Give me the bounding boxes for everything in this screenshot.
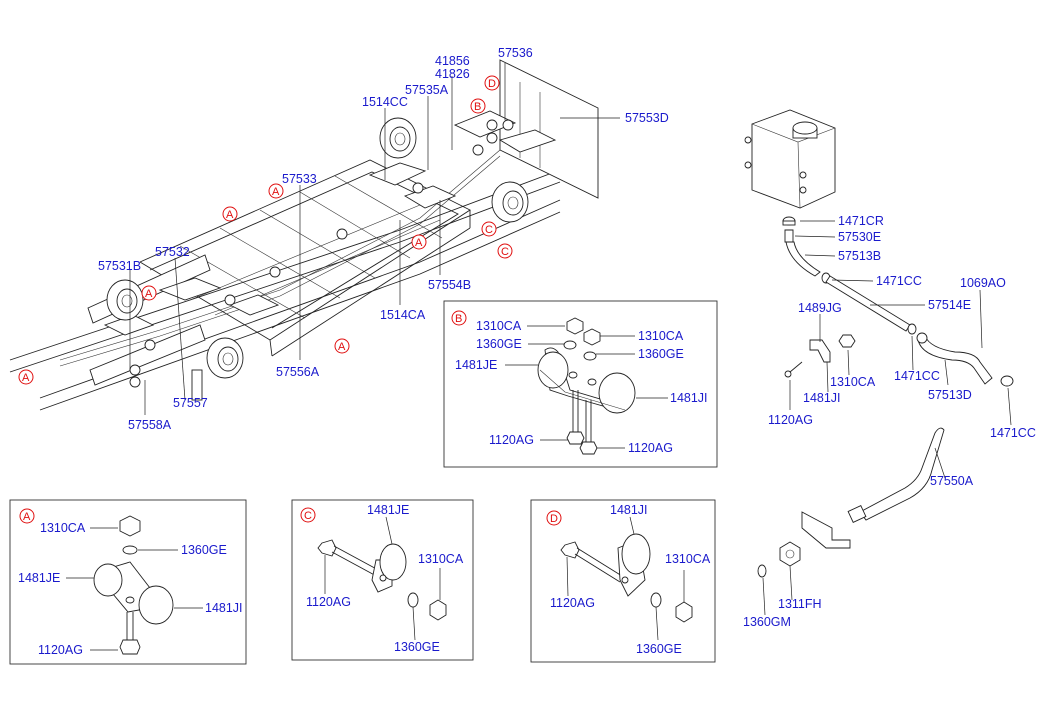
label-d-1310CA: 1310CA — [665, 552, 711, 566]
label-1481JI-r: 1481JI — [803, 391, 841, 405]
label-c-1481JE: 1481JE — [367, 503, 409, 517]
wheel-rear-right — [206, 337, 244, 379]
label-a-1481JE: 1481JE — [18, 571, 60, 585]
label-57550A: 57550A — [930, 474, 974, 488]
label-41826: 41826 — [435, 67, 470, 81]
label-a-1310CA: 1310CA — [40, 521, 86, 535]
label-1069AO: 1069AO — [960, 276, 1006, 290]
svg-text:D: D — [488, 78, 496, 90]
svg-text:B: B — [474, 101, 481, 113]
label-1360GM: 1360GM — [743, 615, 791, 629]
detail-c-leaders — [324, 516, 441, 641]
svg-text:C: C — [485, 224, 493, 236]
label-a-1360GE: 1360GE — [181, 543, 227, 557]
svg-text:B: B — [455, 313, 462, 325]
ref-d-1: D — [484, 75, 500, 91]
label-57535A: 57535A — [405, 83, 449, 97]
ref-d-detail: D — [546, 510, 562, 526]
label-c-1120AG: 1120AG — [306, 595, 351, 609]
svg-text:A: A — [415, 237, 423, 249]
svg-text:A: A — [22, 372, 30, 384]
label-c-1360GE: 1360GE — [394, 640, 440, 654]
detail-c-box: C — [291, 499, 474, 661]
label-d-1360GE: 1360GE — [636, 642, 682, 656]
ref-a-3: A — [141, 285, 157, 301]
svg-text:D: D — [550, 513, 558, 525]
wheel-front-left — [379, 117, 417, 159]
ref-a-6: A — [411, 234, 427, 250]
label-57536: 57536 — [498, 46, 533, 60]
ref-b-1: B — [470, 98, 486, 114]
label-1471CC-c: 1471CC — [990, 426, 1036, 440]
label-1311FH: 1311FH — [778, 597, 822, 611]
svg-text:A: A — [23, 511, 31, 523]
ref-a-1: A — [222, 206, 238, 222]
label-57532: 57532 — [155, 245, 190, 259]
chassis-leaders — [129, 63, 620, 415]
detail-d-leaders — [566, 516, 685, 641]
wheel-front-right — [491, 181, 529, 223]
label-57513D: 57513D — [928, 388, 972, 402]
ref-c-2: C — [497, 243, 513, 259]
label-57554B: 57554B — [428, 278, 471, 292]
ref-a-2: A — [268, 183, 284, 199]
reservoir-drawing — [744, 109, 1014, 387]
svg-text:A: A — [338, 341, 346, 353]
label-1310CA-r: 1310CA — [830, 375, 876, 389]
label-41856: 41856 — [435, 54, 470, 68]
label-57530E: 57530E — [838, 230, 881, 244]
label-1471CC-b: 1471CC — [894, 369, 940, 383]
svg-text:A: A — [145, 288, 153, 300]
detail-a-box: A — [9, 499, 247, 665]
label-b-1481JI: 1481JI — [670, 391, 708, 405]
svg-text:C: C — [304, 510, 312, 522]
ref-a-4: A — [18, 369, 34, 385]
label-57533: 57533 — [282, 172, 317, 186]
hose-57550A-drawing — [757, 427, 945, 578]
label-d-1481JI: 1481JI — [610, 503, 648, 517]
label-b-1310CA-b: 1310CA — [638, 329, 684, 343]
ref-a-detail: A — [19, 508, 35, 524]
label-b-1120AG-a: 1120AG — [489, 433, 534, 447]
wheel-rear-left — [106, 279, 144, 321]
label-b-1120AG-b: 1120AG — [628, 441, 673, 455]
label-1471CR: 1471CR — [838, 214, 884, 228]
label-57557: 57557 — [173, 396, 208, 410]
ref-c-detail: C — [300, 507, 316, 523]
label-1514CC: 1514CC — [362, 95, 408, 109]
detail-b-leaders — [505, 325, 668, 449]
reservoir-leaders — [789, 220, 1012, 426]
label-a-1481JI: 1481JI — [205, 601, 243, 615]
hose-57550A-leaders — [762, 447, 946, 616]
svg-text:A: A — [272, 186, 280, 198]
ref-a-5: A — [334, 338, 350, 354]
label-d-1120AG: 1120AG — [550, 596, 595, 610]
label-57553D: 57553D — [625, 111, 669, 125]
label-c-1310CA: 1310CA — [418, 552, 464, 566]
detail-a-leaders — [66, 527, 203, 651]
label-b-1360GE-a: 1360GE — [476, 337, 522, 351]
label-1120AG-r: 1120AG — [768, 413, 813, 427]
svg-text:A: A — [226, 209, 234, 221]
ref-c-1: C — [481, 221, 497, 237]
label-57558A: 57558A — [128, 418, 172, 432]
chassis-frame-drawing — [9, 59, 599, 411]
detail-b-box: B — [443, 300, 718, 468]
label-1514CA: 1514CA — [380, 308, 426, 322]
label-57513B: 57513B — [838, 249, 881, 263]
label-57556A: 57556A — [276, 365, 320, 379]
label-a-1120AG: 1120AG — [38, 643, 83, 657]
svg-text:C: C — [501, 246, 509, 258]
label-1471CC-a: 1471CC — [876, 274, 922, 288]
label-1489JG: 1489JG — [798, 301, 842, 315]
label-57514E: 57514E — [928, 298, 971, 312]
label-b-1310CA-a: 1310CA — [476, 319, 522, 333]
label-57531B: 57531B — [98, 259, 141, 273]
label-b-1481JE: 1481JE — [455, 358, 497, 372]
detail-d-box: D — [530, 499, 716, 663]
ref-b-detail: B — [451, 310, 467, 326]
label-b-1360GE-b: 1360GE — [638, 347, 684, 361]
